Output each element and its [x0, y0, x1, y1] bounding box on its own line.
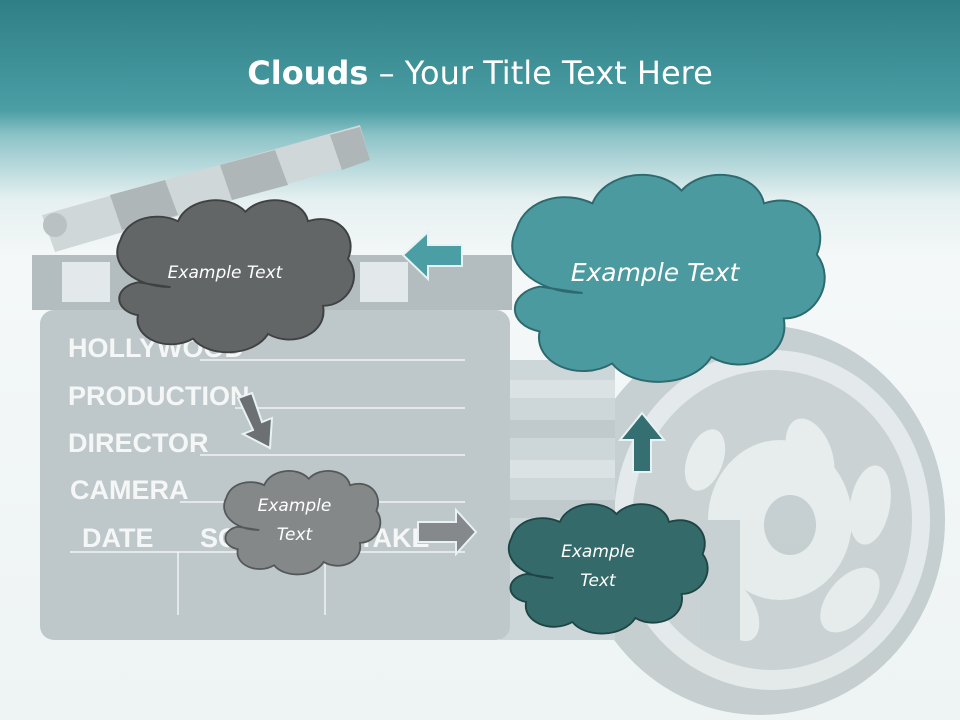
arrow-left-icon	[401, 229, 463, 282]
arrow-right-icon	[417, 507, 478, 557]
slide-title[interactable]: Clouds – Your Title Text Here	[0, 54, 960, 92]
board-text-date: DATE	[82, 523, 154, 553]
arrow-up-icon	[617, 411, 667, 473]
board-text-production: PRODUCTION	[68, 381, 250, 411]
board-text-director: DIRECTOR	[68, 428, 209, 458]
slide-title-bold: Clouds	[247, 54, 369, 92]
slide-title-rest: – Your Title Text Here	[368, 54, 713, 92]
board-text-camera: CAMERA	[70, 475, 189, 505]
arrow-down-icon	[236, 391, 274, 450]
